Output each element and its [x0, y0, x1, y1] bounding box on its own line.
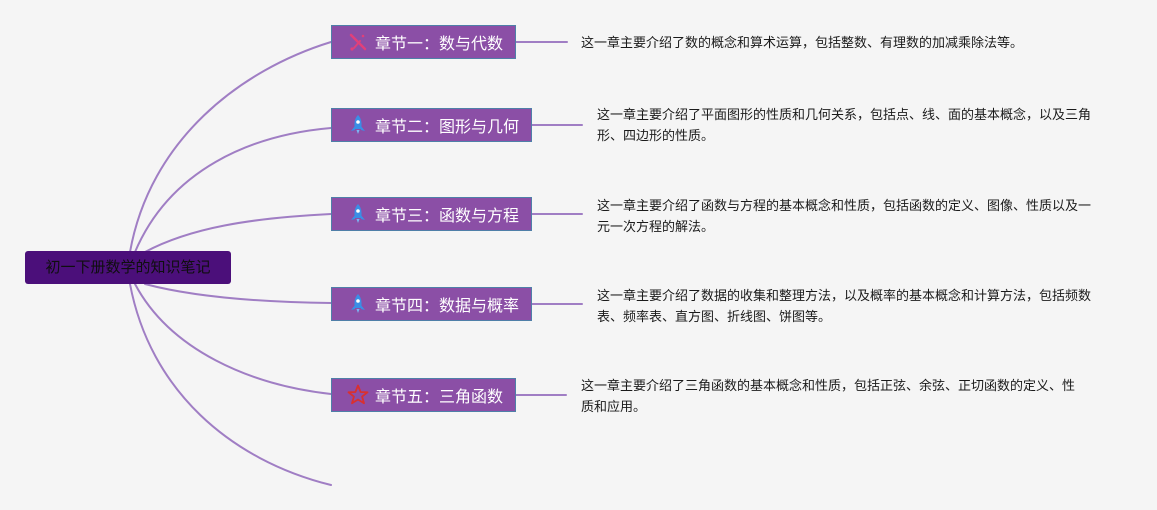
branch-connector-2 [134, 127, 332, 253]
pencil-ruler-icon [346, 30, 370, 54]
branch-connector-5 [134, 283, 332, 395]
root-node[interactable]: 初一下册数学的知识笔记 [25, 251, 231, 284]
chapter-description-1: 这一章主要介绍了数的概念和算术运算，包括整数、有理数的加减乘除法等。 [581, 36, 1024, 51]
branch-connector-4 [144, 283, 332, 304]
chapter-title-5: 章节五：三角函数 [375, 387, 504, 406]
rocket-icon [346, 292, 370, 316]
branch-connector-extra [129, 283, 332, 486]
chapter-title-3: 章节三：函数与方程 [375, 206, 520, 225]
chapter-title-2: 章节二：图形与几何 [375, 117, 520, 136]
rocket-icon [346, 113, 370, 137]
chapter-title-1: 章节一：数与代数 [375, 34, 504, 53]
chapter-node-3[interactable]: 章节三：函数与方程 [331, 197, 532, 231]
branch-connector-1 [129, 41, 332, 253]
chapter-node-4[interactable]: 章节四：数据与概率 [331, 287, 532, 321]
star-outline-icon [346, 383, 370, 407]
chapter-title-4: 章节四：数据与概率 [375, 296, 520, 315]
rocket-icon [346, 202, 370, 226]
chapter-node-5[interactable]: 章节五：三角函数 [331, 378, 516, 412]
branch-connector-3 [144, 213, 332, 253]
chapter-description-2: 这一章主要介绍了平面图形的性质和几何关系，包括点、线、面的基本概念，以及三角形、… [597, 108, 1092, 144]
chapter-node-1[interactable]: 章节一：数与代数 [331, 25, 516, 59]
chapter-node-2[interactable]: 章节二：图形与几何 [331, 108, 532, 142]
chapter-description-3: 这一章主要介绍了函数与方程的基本概念和性质，包括函数的定义、图像、性质以及一元一… [597, 199, 1092, 235]
chapter-description-4: 这一章主要介绍了数据的收集和整理方法，以及概率的基本概念和计算方法，包括频数表、… [597, 289, 1092, 325]
chapter-description-5: 这一章主要介绍了三角函数的基本概念和性质，包括正弦、余弦、正切函数的定义、性质和… [581, 379, 1076, 415]
